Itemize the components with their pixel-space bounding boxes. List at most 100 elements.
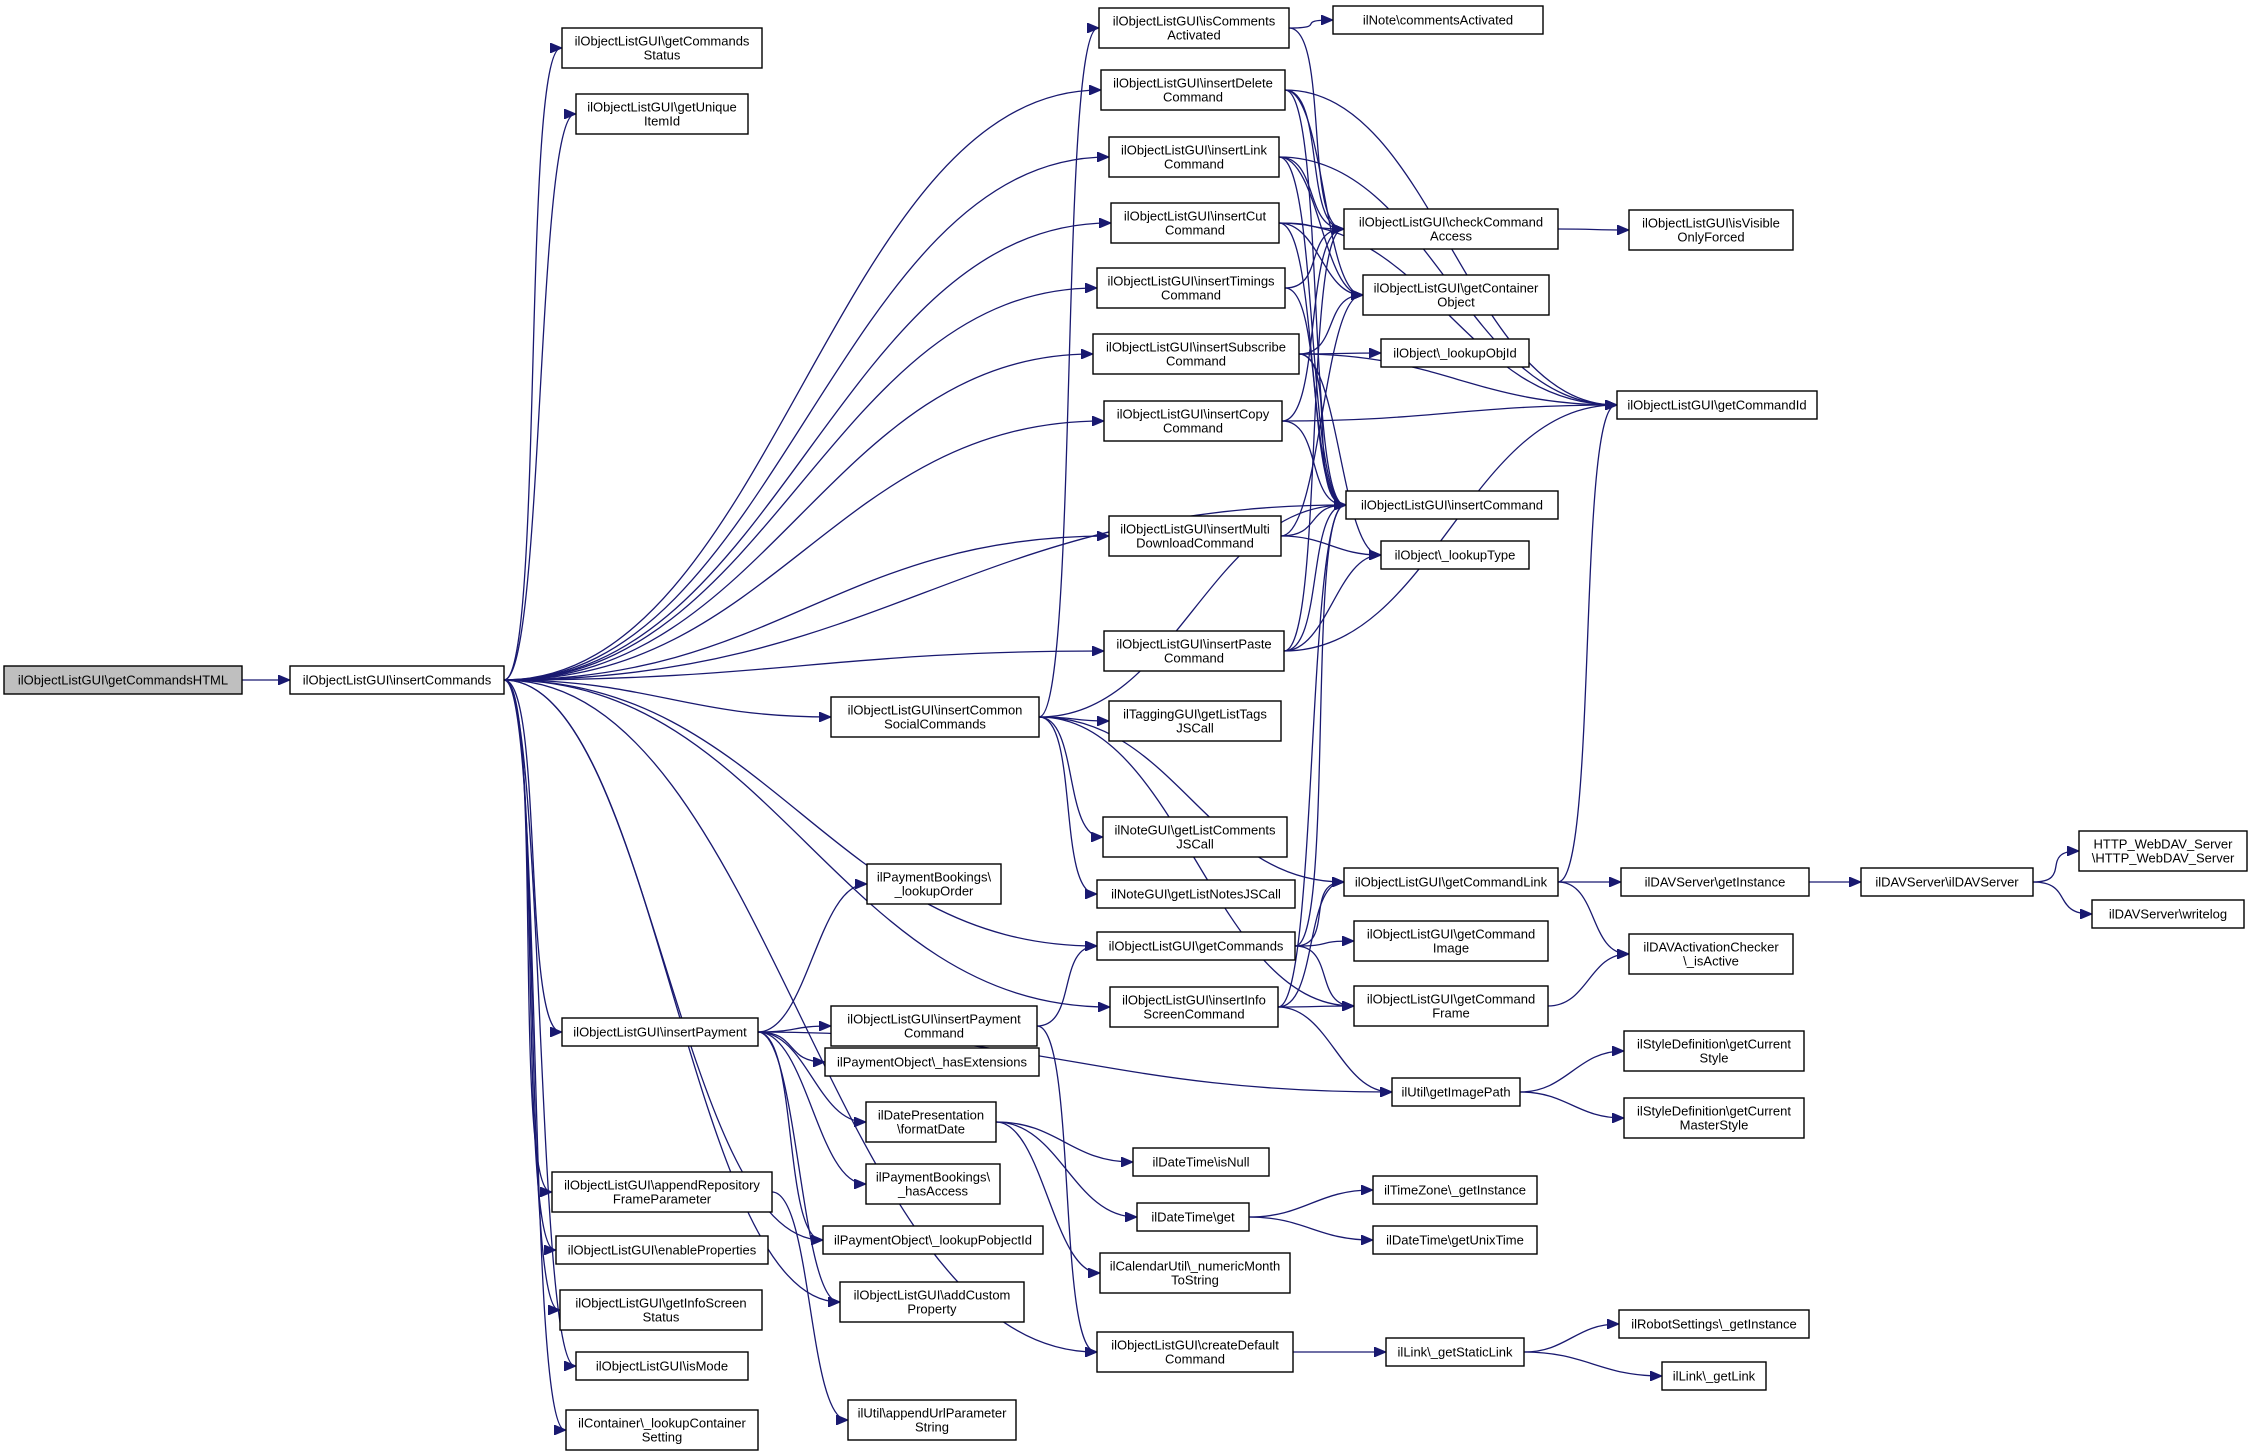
node-lookup-type[interactable]: ilObject\_lookupType: [1380, 540, 1530, 570]
node-has-access[interactable]: ilPaymentBookings\_hasAccess: [865, 1163, 1001, 1205]
edge-get-static-link-to-get-link: [1523, 1351, 1661, 1376]
node-get-list-notes-jscall[interactable]: ilNoteGUI\getListNotesJSCall: [1096, 879, 1296, 909]
edge-insert-commands-to-get-info-screen-status: [503, 679, 559, 1310]
node-comments-activated[interactable]: ilNote\commentsActivated: [1332, 5, 1544, 35]
node-box: [865, 1163, 1001, 1205]
node-box: [1353, 920, 1549, 962]
node-get-image-path[interactable]: ilUtil\getImagePath: [1391, 1077, 1521, 1107]
node-label-line: ilObjectListGUI\insertCut: [1124, 209, 1267, 224]
node-is-mode[interactable]: ilObjectListGUI\isMode: [575, 1351, 749, 1381]
node-lookup-obj-id[interactable]: ilObject\_lookupObjId: [1380, 338, 1530, 368]
node-box: [839, 1281, 1025, 1323]
node-box: [561, 27, 763, 69]
node-dav-is-active[interactable]: ilDAVActivationChecker\_isActive: [1628, 933, 1794, 975]
node-get-unix-time[interactable]: ilDateTime\getUnixTime: [1372, 1225, 1538, 1255]
node-robot-get-instance[interactable]: ilRobotSettings\_getInstance: [1618, 1309, 1810, 1339]
edge-insert-subscribe-command-to-lookup-type: [1298, 353, 1380, 555]
edge-date-time-get-to-get-unix-time: [1248, 1216, 1372, 1240]
node-insert-multi-download-command[interactable]: ilObjectListGUI\insertMultiDownloadComma…: [1108, 515, 1282, 557]
node-get-commands[interactable]: ilObjectListGUI\getCommands: [1096, 931, 1296, 961]
node-get-commands-html[interactable]: ilObjectListGUI\getCommandsHTML: [3, 665, 243, 695]
edge-insert-common-social-commands-to-get-list-comments-jscall: [1038, 716, 1102, 837]
node-label-line: \_isActive: [1683, 954, 1739, 969]
node-insert-command[interactable]: ilObjectListGUI\insertCommand: [1345, 490, 1559, 520]
node-insert-payment[interactable]: ilObjectListGUI\insertPayment: [561, 1017, 759, 1047]
node-label-line: ilObjectListGUI\getCommandsHTML: [18, 673, 228, 688]
node-get-link[interactable]: ilLink\_getLink: [1661, 1361, 1767, 1391]
node-box: [1618, 1309, 1810, 1339]
node-box: [1108, 515, 1282, 557]
node-label-line: ilObjectListGUI\insertTimings: [1107, 274, 1275, 289]
node-date-time-get[interactable]: ilDateTime\get: [1136, 1202, 1250, 1232]
edge-insert-payment-to-lookup-order: [757, 884, 866, 1033]
node-http-web-davserver[interactable]: HTTP_WebDAV_Server\HTTP_WebDAV_Server: [2078, 830, 2248, 872]
node-append-repository-frame-parameter[interactable]: ilObjectListGUI\appendRepositoryFramePar…: [551, 1171, 773, 1213]
edge-get-commands-to-get-command-image: [1294, 941, 1353, 947]
node-label-line: ilPaymentObject\_lookupPobjectId: [834, 1233, 1032, 1248]
node-tz-get-instance[interactable]: ilTimeZone\_getInstance: [1372, 1175, 1538, 1205]
node-label-line: Command: [1165, 223, 1225, 238]
node-il-davserver[interactable]: ilDAVServer\ilDAVServer: [1860, 867, 2034, 897]
node-label-line: ItemId: [644, 114, 680, 129]
node-dav-get-instance[interactable]: ilDAVServer\getInstance: [1620, 867, 1810, 897]
node-box: [561, 1017, 759, 1047]
node-label-line: ilObject\_lookupType: [1395, 548, 1516, 563]
edge-append-repository-frame-parameter-to-append-url-parameter-string: [771, 1191, 847, 1420]
node-lookup-order[interactable]: ilPaymentBookings\_lookupOrder: [866, 863, 1002, 905]
node-box: [1103, 630, 1285, 672]
node-insert-commands[interactable]: ilObjectListGUI\insertCommands: [289, 665, 505, 695]
node-has-extensions[interactable]: ilPaymentObject\_hasExtensions: [824, 1047, 1040, 1077]
edge-insert-commands-to-insert-cut-command: [503, 223, 1110, 681]
node-get-command-id[interactable]: ilObjectListGUI\getCommandId: [1616, 390, 1818, 420]
edge-get-commands-to-get-command-link: [1294, 882, 1343, 947]
node-is-null[interactable]: ilDateTime\isNull: [1132, 1147, 1270, 1177]
node-enable-properties[interactable]: ilObjectListGUI\enableProperties: [555, 1235, 769, 1265]
node-get-command-link[interactable]: ilObjectListGUI\getCommandLink: [1343, 867, 1559, 897]
node-writelog[interactable]: ilDAVServer\writelog: [2091, 899, 2245, 929]
node-label-line: _hasAccess: [897, 1184, 969, 1199]
node-label-line: Command: [1163, 421, 1223, 436]
node-insert-common-social-commands[interactable]: ilObjectListGUI\insertCommonSocialComman…: [830, 696, 1040, 738]
node-box: [1092, 333, 1300, 375]
node-label-line: ilDateTime\getUnixTime: [1386, 1233, 1524, 1248]
edge-insert-commands-to-add-custom-property: [503, 679, 839, 1302]
node-lookup-pobject-id[interactable]: ilPaymentObject\_lookupPobjectId: [822, 1225, 1044, 1255]
node-label-line: Property: [907, 1302, 957, 1317]
node-box: [830, 696, 1040, 738]
node-format-date[interactable]: ilDatePresentation\formatDate: [865, 1101, 997, 1143]
edge-insert-commands-to-insert-subscribe-command: [503, 354, 1092, 681]
node-box: [1098, 7, 1290, 49]
node-get-static-link[interactable]: ilLink\_getStaticLink: [1385, 1337, 1525, 1367]
node-box: [1096, 931, 1296, 961]
edge-check-command-access-to-is-visible-only-forced: [1557, 229, 1628, 230]
edge-insert-copy-command-to-check-command-access: [1281, 229, 1343, 422]
edge-insert-common-social-commands-to-get-command-frame: [1038, 716, 1353, 1006]
